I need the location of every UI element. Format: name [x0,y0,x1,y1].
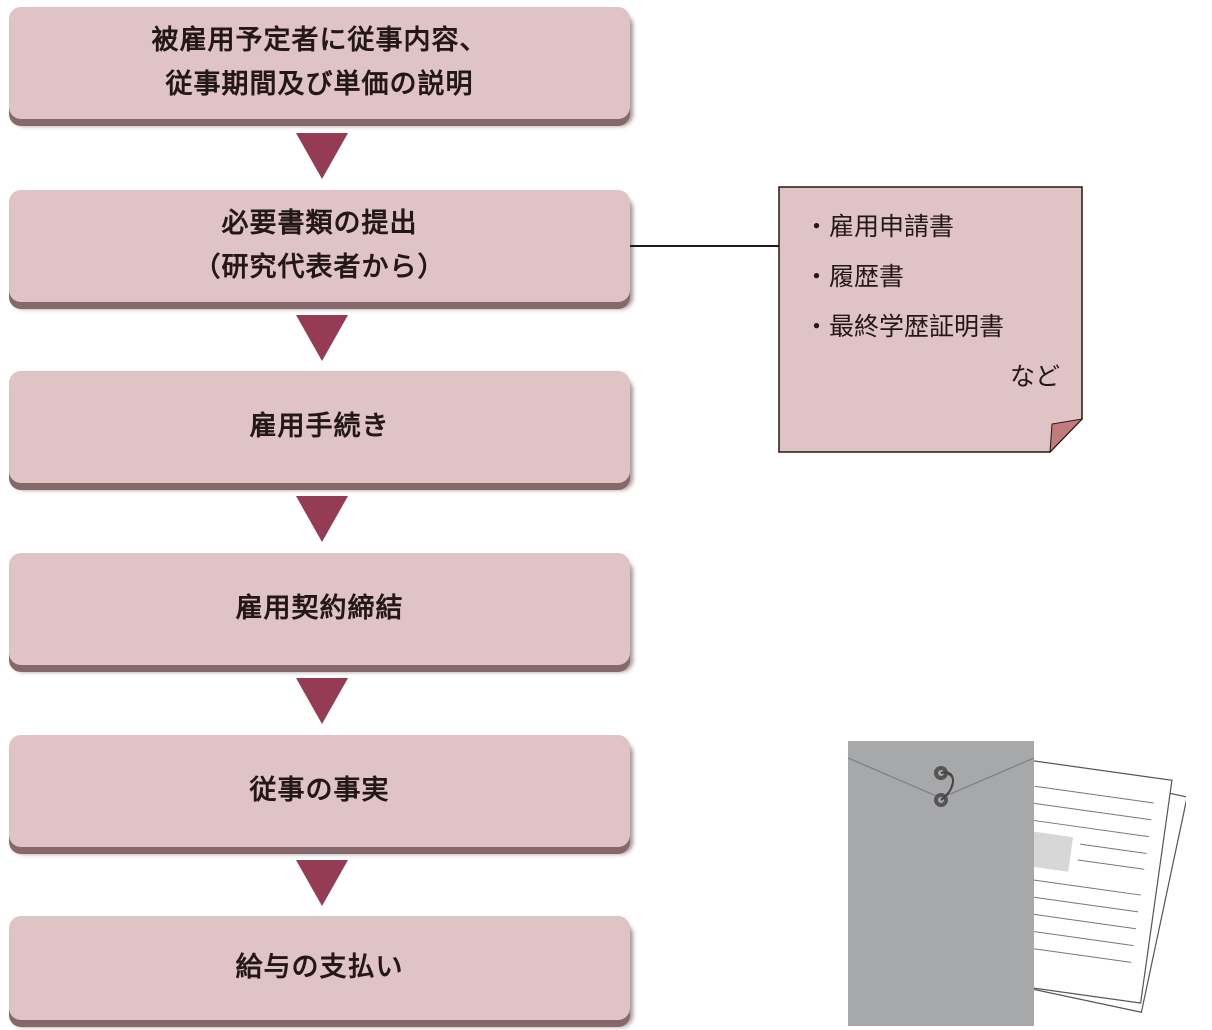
note-item: ・雇用申請書 [804,212,955,241]
step-text: 雇用手続き [249,411,390,442]
down-triangle-icon [296,496,348,542]
down-triangle-icon [296,678,348,724]
down-triangle-icon [296,133,348,179]
step-employment-contract: 雇用契約締結 [9,553,630,665]
step-text: 被雇用予定者に従事内容、 [151,25,488,56]
envelope-with-documents-icon [847,741,1186,1026]
step-text: 雇用契約締結 [235,593,404,624]
step-employment-procedure: 雇用手続き [9,371,630,483]
step-text: 従事期間及び単価の説明 [165,69,474,100]
connector-line [630,245,779,247]
step-salary-payment: 給与の支払い [9,916,630,1020]
down-triangle-icon [296,315,348,361]
note-item: ・最終学歴証明書 [804,312,1005,341]
step-text: 従事の事実 [249,775,390,806]
step-submit-documents: 必要書類の提出 （研究代表者から） [9,190,630,302]
step-text: 必要書類の提出 [221,208,418,239]
note-content: ・雇用申請書 ・履歴書 ・最終学歴証明書 など [804,202,1064,402]
document-list-note [778,186,1083,453]
note-item: ・履歴書 [804,262,905,291]
step-text: （研究代表者から） [193,252,446,283]
step-explanation: 被雇用予定者に従事内容、 従事期間及び単価の説明 [9,7,630,119]
down-triangle-icon [296,860,348,906]
step-text: 給与の支払い [235,952,404,983]
note-suffix: など [1009,362,1060,391]
step-fact-of-work: 従事の事実 [9,735,630,847]
